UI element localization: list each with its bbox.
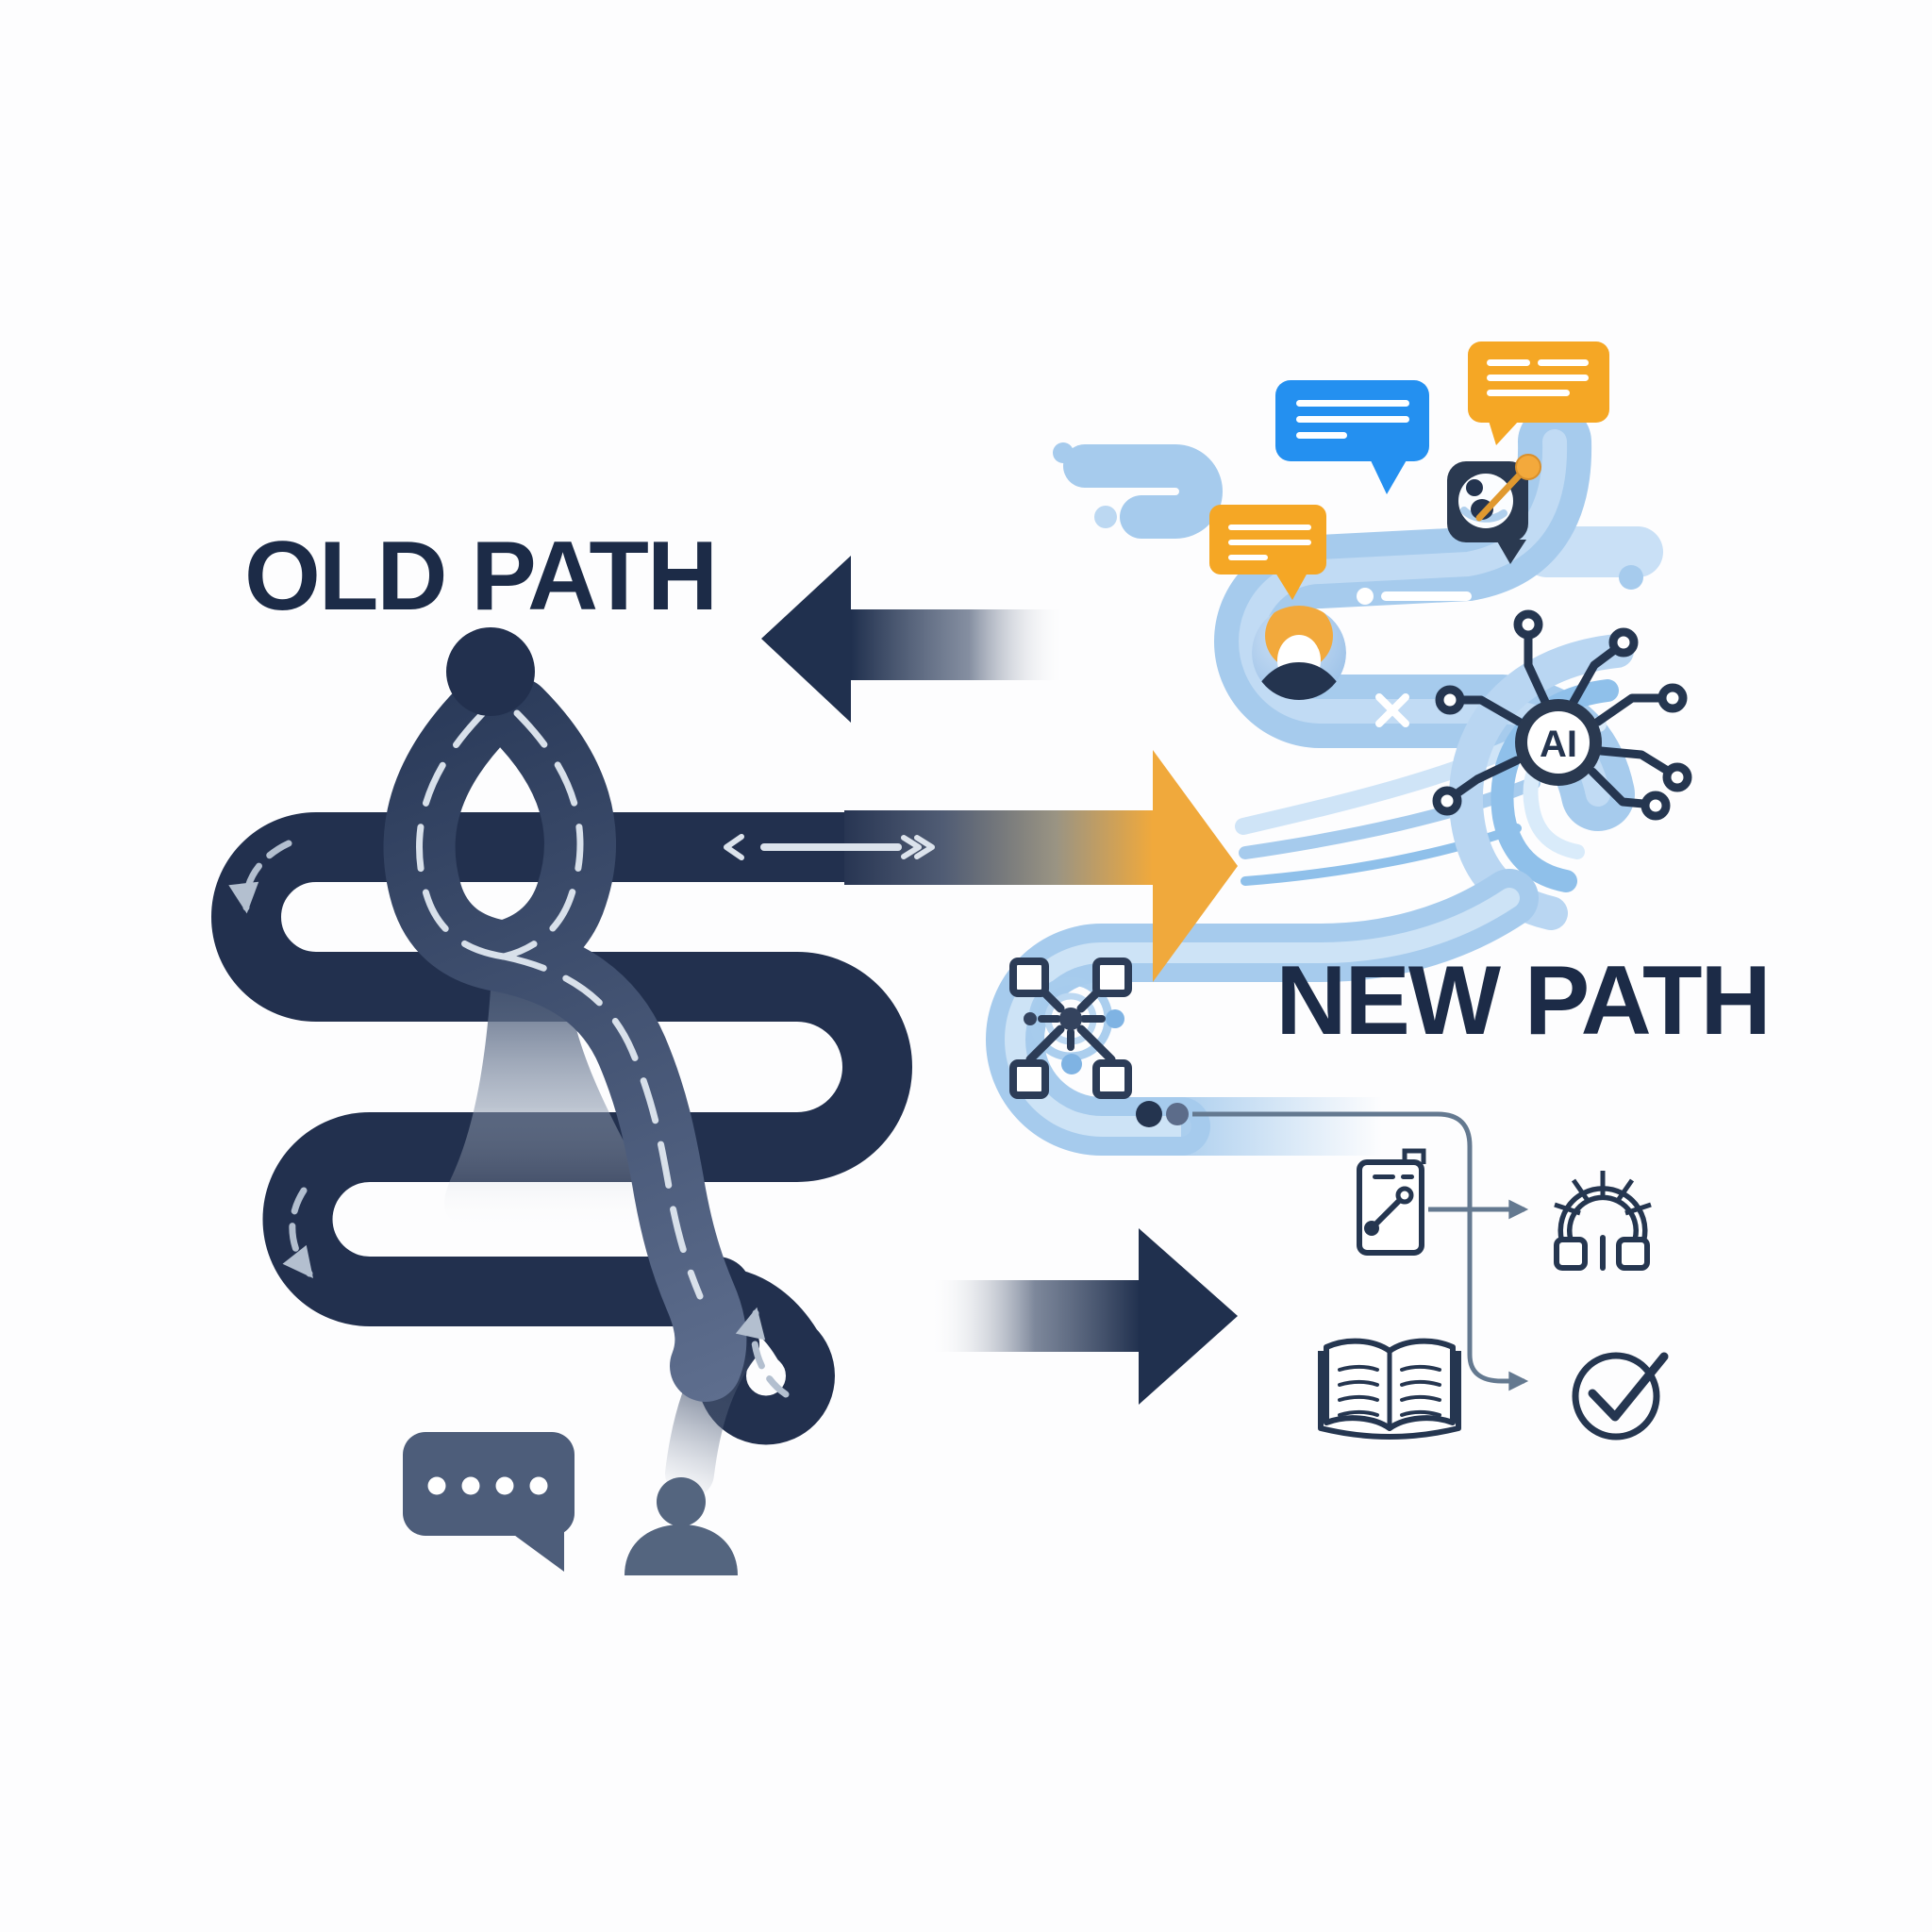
left-arrowhead bbox=[761, 556, 851, 723]
flow-marker-line bbox=[1381, 591, 1472, 601]
app-icon bbox=[1447, 454, 1541, 564]
user-avatar bbox=[1252, 606, 1346, 700]
turn-arrow-icon bbox=[282, 1187, 313, 1279]
connector-elbow bbox=[1192, 1111, 1529, 1391]
document-icon bbox=[1357, 1148, 1426, 1256]
turn-arrow-icon bbox=[228, 840, 292, 914]
path-dot-icon bbox=[1136, 1101, 1162, 1127]
road-direction-arrows bbox=[228, 840, 790, 1398]
ai-chip-terminals bbox=[1432, 609, 1692, 821]
road-fork bbox=[383, 627, 747, 1402]
chat-bubble-blue bbox=[1275, 380, 1429, 494]
knot-icon bbox=[1554, 1171, 1652, 1271]
typing-bubble-icon bbox=[403, 1432, 575, 1572]
right-arrowhead bbox=[1139, 1228, 1238, 1405]
new-path-title: NEW PATH bbox=[1275, 946, 1769, 1056]
network-node-icon bbox=[1009, 958, 1132, 1099]
left-arrow-shaft bbox=[847, 609, 1066, 680]
ai-chip-traces bbox=[1454, 633, 1671, 808]
orange-arrow bbox=[724, 750, 1238, 982]
left-arrow bbox=[761, 556, 1066, 723]
x-mark-icon bbox=[1375, 693, 1409, 727]
chevron-right-icon bbox=[901, 835, 935, 859]
document-tab bbox=[1402, 1148, 1426, 1164]
chevron-left-icon bbox=[724, 834, 744, 860]
flow-hook-icon bbox=[1063, 444, 1223, 539]
chat-bubble-orange-left bbox=[1209, 505, 1326, 600]
typing-bubble-tail bbox=[508, 1530, 564, 1572]
ai-chip-label: AI bbox=[1540, 724, 1577, 765]
flow-dot-icon bbox=[1094, 506, 1117, 528]
loop-arrow-icon bbox=[735, 1307, 790, 1398]
right-arrow-shaft bbox=[929, 1280, 1141, 1352]
serpentine-road bbox=[211, 812, 912, 1326]
ai-chip-icon: AI bbox=[1432, 609, 1692, 821]
flow-dot-icon bbox=[1619, 565, 1643, 590]
chat-bubble-orange-right bbox=[1468, 341, 1609, 445]
right-arrow bbox=[929, 1228, 1238, 1405]
golf-stick bbox=[1475, 468, 1526, 522]
open-book-icon bbox=[1318, 1338, 1461, 1440]
flow-marker-dot bbox=[1357, 588, 1374, 605]
start-circle bbox=[446, 627, 535, 716]
path-dot-icon bbox=[1166, 1103, 1189, 1125]
golf-ball bbox=[1515, 454, 1541, 480]
orange-arrowhead-icon bbox=[1153, 750, 1238, 982]
road-dashed-centerlines bbox=[416, 709, 704, 1300]
check-circle-icon bbox=[1572, 1352, 1669, 1441]
person-icon bbox=[625, 1477, 738, 1575]
road-center-line bbox=[760, 843, 902, 851]
avatar-shoulders bbox=[1252, 662, 1346, 700]
blue-road-fade bbox=[1181, 1097, 1381, 1156]
fading-fork-trunk bbox=[444, 955, 651, 1228]
old-path-title: OLD PATH bbox=[244, 522, 716, 631]
connector-lines bbox=[1192, 1111, 1529, 1391]
app-icon-tail bbox=[1496, 540, 1526, 564]
